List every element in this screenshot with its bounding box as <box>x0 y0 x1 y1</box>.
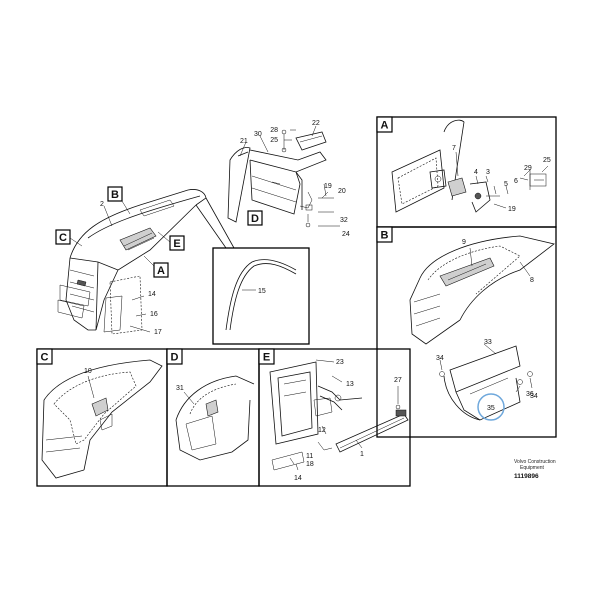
section-tag-e: E <box>263 352 270 364</box>
panel-a-label-25: 25 <box>543 157 551 164</box>
panel-c-label-10: 10 <box>84 368 92 375</box>
panel-b-label-9: 9 <box>462 239 466 246</box>
section-tag-box-b-main <box>107 186 123 202</box>
label-21: 21 <box>240 138 248 145</box>
label-15: 15 <box>258 288 266 295</box>
panel-a-label-29: 29 <box>524 165 532 172</box>
panel-b-label-8: 8 <box>530 277 534 284</box>
panel-a-label-4: 4 <box>474 169 478 176</box>
section-tag-b-main: B <box>111 189 119 201</box>
panel-a-label-19: 19 <box>508 206 516 213</box>
label-14: 14 <box>148 291 156 298</box>
panel-d <box>166 348 260 487</box>
section-tag-e-main: E <box>173 238 180 250</box>
panel-a <box>376 116 557 228</box>
section-tag-d-main: D <box>251 213 259 225</box>
section-tag-box-e-main <box>169 235 185 251</box>
section-tag-a-main: A <box>157 265 165 277</box>
panel-c-drawing <box>41 359 163 479</box>
panel-e <box>258 348 411 487</box>
panel-e-label-23: 23 <box>336 359 344 366</box>
label-22: 22 <box>312 120 320 127</box>
section-tag-box-d <box>166 348 183 365</box>
label-20: 20 <box>338 188 346 195</box>
section-tag-box-d-main <box>247 210 263 226</box>
footer-drawing-id: 1119896 <box>514 473 539 480</box>
panel-e-label-1: 1 <box>360 451 364 458</box>
label-24: 24 <box>342 231 350 238</box>
section-tag-box-a-main <box>153 262 169 278</box>
label-2: 2 <box>100 201 104 208</box>
panel-d-label-31: 31 <box>176 385 184 392</box>
label-19: 19 <box>324 183 332 190</box>
section-tag-box-b <box>376 226 393 243</box>
label-17: 17 <box>154 329 162 336</box>
section-tag-c-main: C <box>59 232 67 244</box>
panel-b-drawing <box>409 235 555 421</box>
section-tag-box-e <box>258 348 275 365</box>
panel-e-drawing <box>269 359 409 471</box>
detail-box-strip <box>212 247 310 345</box>
section-tag-box-c-main <box>55 229 71 245</box>
panel-b-label-34b: 34 <box>530 393 538 400</box>
panel-a-label-7: 7 <box>452 145 456 152</box>
panel-a-label-6: 6 <box>514 178 518 185</box>
section-tag-box-c <box>36 348 53 365</box>
panel-b-label-36: 36 <box>526 391 534 398</box>
panel-e-label-14: 14 <box>294 475 302 482</box>
panel-a-drawing <box>391 119 549 213</box>
section-tag-box-a <box>376 116 393 133</box>
panel-e-label-18: 18 <box>306 461 314 468</box>
center-frame-assembly <box>227 125 340 228</box>
label-30: 30 <box>254 131 262 138</box>
label-16: 16 <box>150 311 158 318</box>
section-tag-b: B <box>381 230 389 242</box>
panel-b-label-33: 33 <box>484 339 492 346</box>
label-25: 25 <box>270 137 278 144</box>
section-tag-a: A <box>381 120 389 132</box>
panel-b-label-34a: 34 <box>436 355 444 362</box>
footer-brand-line1: Volvo Construction <box>514 459 556 465</box>
footer-brand-line2: Equipment <box>520 465 545 471</box>
main-hood-assembly <box>57 189 207 335</box>
panel-d-drawing <box>175 375 255 461</box>
section-tag-c: C <box>41 352 49 364</box>
panel-a-label-3: 3 <box>486 169 490 176</box>
panel-e-label-11: 11 <box>306 453 313 460</box>
panel-b <box>376 226 557 438</box>
panel-e-label-12: 12 <box>318 427 326 434</box>
panel-b-label-35: 35 <box>487 405 495 412</box>
label-32: 32 <box>340 217 348 224</box>
label-28: 28 <box>270 127 278 134</box>
panel-c <box>36 348 168 487</box>
highlight-circle-35 <box>477 393 505 421</box>
panel-e-label-27: 27 <box>394 377 402 384</box>
panel-e-label-13: 13 <box>346 381 354 388</box>
section-tag-d: D <box>171 352 179 364</box>
panel-a-label-5: 5 <box>504 181 508 188</box>
